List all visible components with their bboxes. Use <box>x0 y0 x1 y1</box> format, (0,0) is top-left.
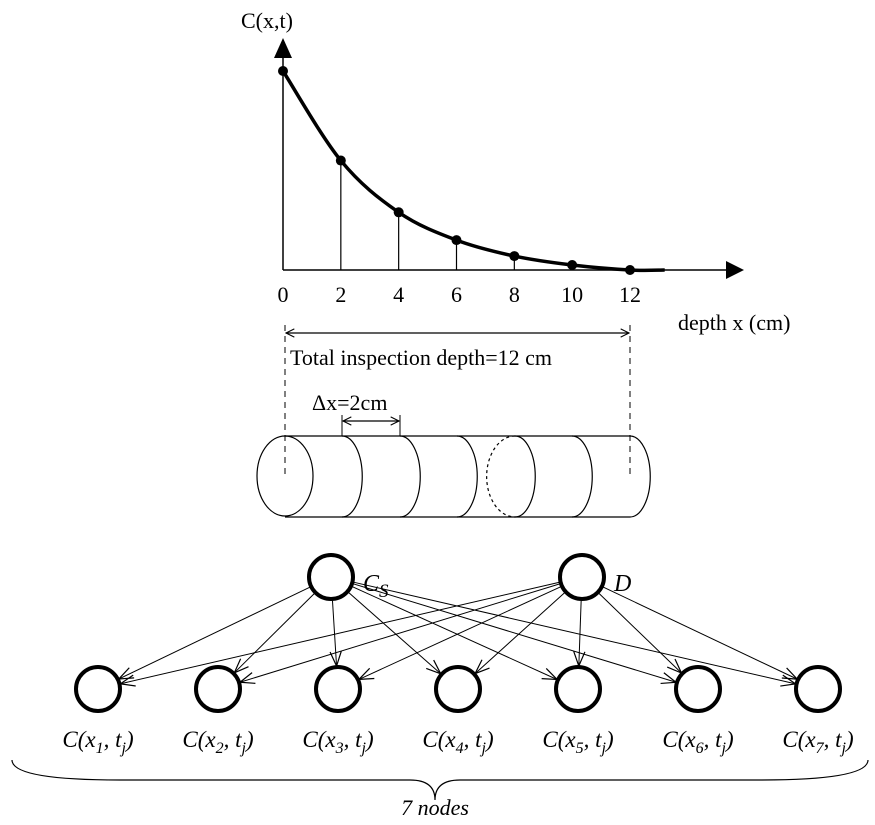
cylinder-slice-3 <box>456 435 478 518</box>
concentration-node <box>314 665 362 713</box>
total-depth-label: Total inspection depth=12 cm <box>290 345 552 370</box>
concentration-node-label: C(x3, tj) <box>302 727 373 757</box>
concentration-node <box>194 665 242 713</box>
cylinder-slice-4 <box>514 435 536 518</box>
network-edges <box>119 581 797 684</box>
x-tick-label: 4 <box>393 282 404 307</box>
cylinder-slice-2 <box>399 435 421 518</box>
parent-node-label: D <box>613 571 631 597</box>
x-tick-label: 2 <box>335 282 346 307</box>
delta-x-label: Δx=2cm <box>312 390 387 415</box>
concentration-node <box>674 665 722 713</box>
x-tick-label: 0 <box>278 282 289 307</box>
data-point <box>335 155 346 166</box>
dependency-arrow <box>332 598 336 666</box>
concentration-node-label: C(x2, tj) <box>182 727 253 757</box>
node-count-label: 7 nodes <box>401 795 469 820</box>
curly-brace <box>11 759 869 801</box>
data-point <box>625 265 635 275</box>
x-tick-label: 8 <box>509 282 520 307</box>
x-tick-label: 6 <box>451 282 462 307</box>
data-point <box>567 260 578 271</box>
x-tick-label: 10 <box>561 282 583 307</box>
x-axis-label: depth x (cm) <box>678 310 790 335</box>
concentration-node <box>794 665 842 713</box>
depth-dimension: Total inspection depth=12 cm <box>284 325 631 478</box>
data-point <box>451 235 462 246</box>
diffusion-coefficient-node <box>558 553 606 601</box>
concentration-node <box>74 665 122 713</box>
x-axis-arrowhead <box>726 261 744 279</box>
y-axis-arrowhead <box>274 38 292 58</box>
dependency-arrow <box>359 585 563 679</box>
dependency-arrow <box>352 581 795 684</box>
concentration-node-label: C(x7, tj) <box>782 727 853 757</box>
dependency-arrow <box>347 591 441 674</box>
dependency-arrow <box>234 592 316 672</box>
cylinder-front-face <box>256 435 314 517</box>
specimen-cylinder: Δx=2cm <box>256 390 651 518</box>
x-tick-labels: 0 2 4 6 8 10 12 <box>278 282 642 307</box>
concentration-node <box>434 665 482 713</box>
concentration-node-label: C(x4, tj) <box>422 727 493 757</box>
concentration-node <box>554 665 602 713</box>
data-point <box>393 207 404 218</box>
cylinder-slice-5 <box>571 435 593 518</box>
concentration-node-label: C(x5, tj) <box>542 727 613 757</box>
dependency-arrow <box>350 585 557 679</box>
dependency-arrow <box>597 591 682 673</box>
y-axis-label: C(x,t) <box>241 8 293 33</box>
chart-drop-lines <box>340 160 573 270</box>
concentration-node-label: C(x1, tj) <box>62 727 133 757</box>
chart-points <box>278 66 635 275</box>
dependency-arrow <box>601 585 797 679</box>
concentration-node-label: C(x6, tj) <box>662 727 733 757</box>
dependency-arrow <box>120 581 561 684</box>
data-point <box>509 251 520 262</box>
surface-chloride-node <box>307 553 355 601</box>
concentration-chart: C(x,t) depth x (cm) 0 2 4 6 8 10 12 <box>241 8 790 335</box>
dependency-arrow <box>351 582 676 682</box>
dependency-arrow <box>119 586 312 680</box>
cylinder-slice-4-hidden <box>486 435 516 518</box>
data-point <box>278 66 288 76</box>
x-tick-label: 12 <box>619 282 641 307</box>
dependency-arrow <box>240 582 562 682</box>
dependency-arrow <box>579 598 581 666</box>
cylinder-slice-1 <box>341 435 363 518</box>
dependency-arrow <box>475 591 567 674</box>
cylinder-back-face <box>629 435 651 518</box>
